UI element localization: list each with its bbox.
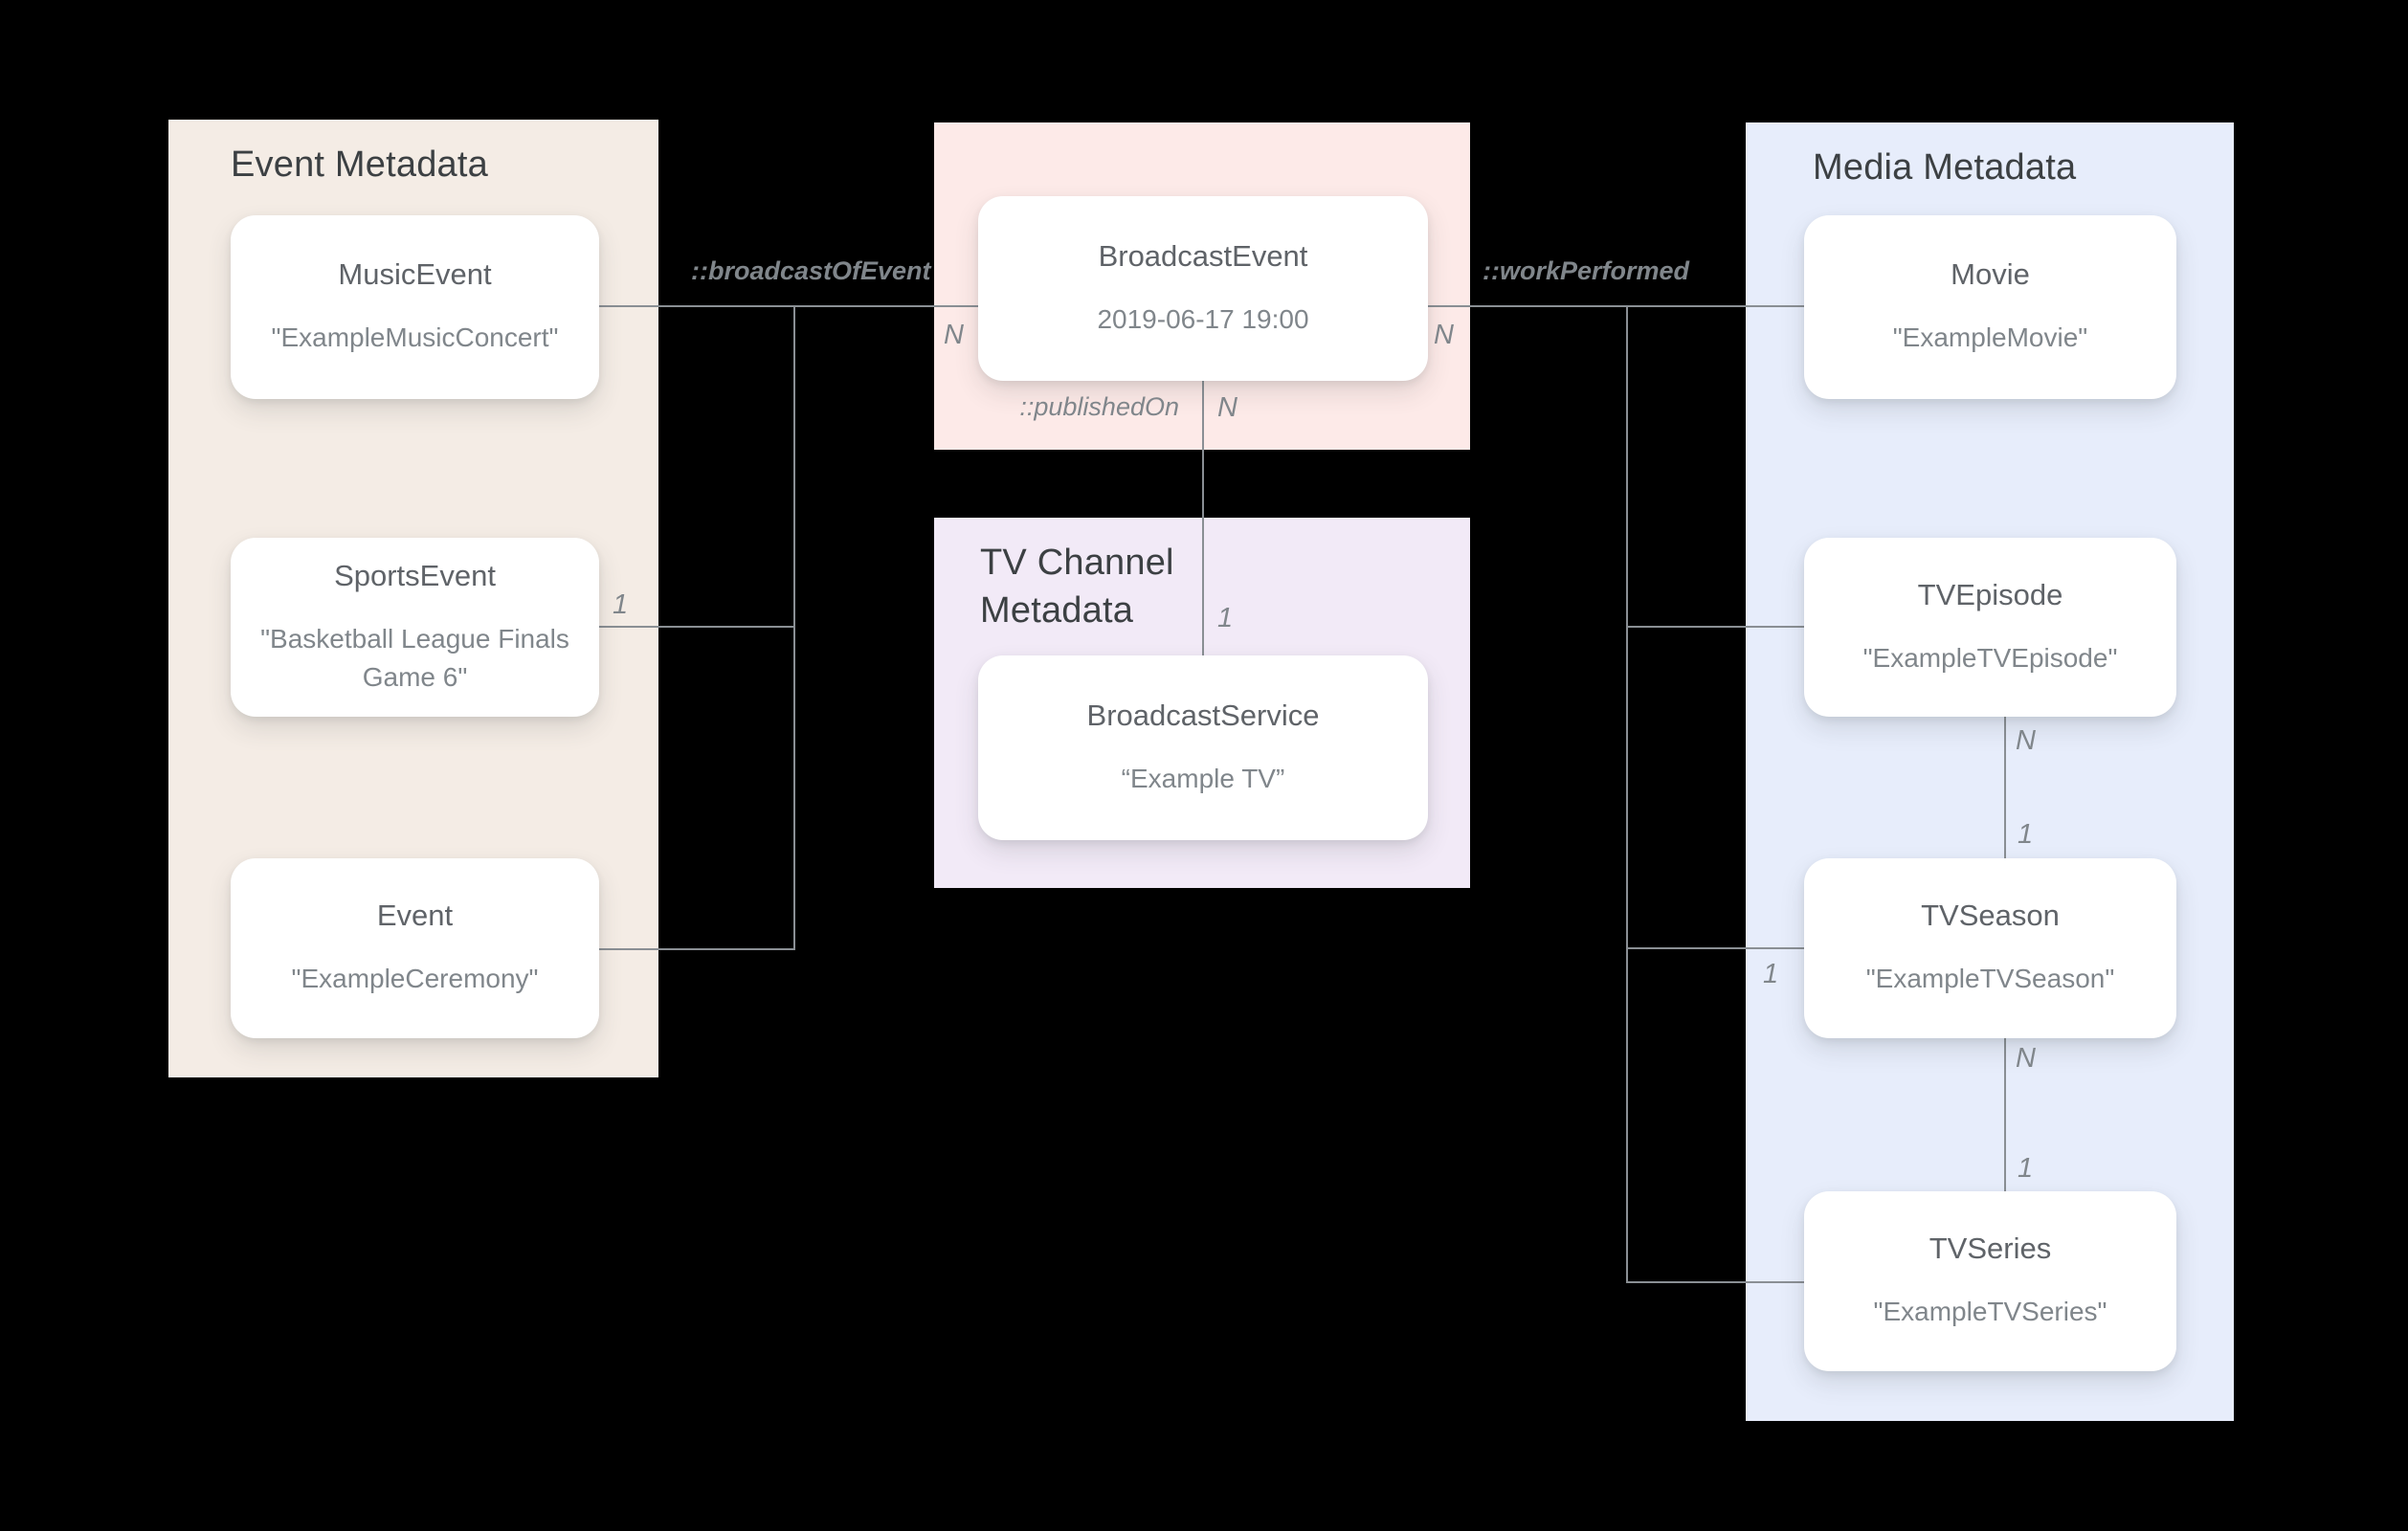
node-title: BroadcastService	[1086, 698, 1320, 732]
cardinality-season-n: N	[2016, 1043, 2036, 1074]
node-value: "ExampleTVSeason"	[1865, 964, 2115, 993]
cardinality-season-series-1: 1	[2018, 1153, 2034, 1184]
edge-tvseries-branch	[1626, 1281, 1804, 1283]
edge-musicevent-broadcastevent	[599, 305, 978, 307]
node-tv-episode: TVEpisode "ExampleTVEpisode"	[1804, 538, 2176, 717]
node-value: "ExampleCeremony"	[291, 964, 539, 993]
node-title: TVSeries	[1929, 1231, 2052, 1265]
edge-label-published-on: ::publishedOn	[1019, 392, 1179, 421]
edge-label-work-performed: ::workPerformed	[1483, 256, 1690, 285]
cardinality-broadcast-left-n: N	[944, 320, 964, 350]
media-metadata-title: Media Metadata	[1813, 147, 2077, 188]
cardinality-published-n: N	[1217, 392, 1237, 423]
edge-tvepisode-branch	[1626, 626, 1804, 628]
tv-channel-metadata-title: TV Channel Metadata	[980, 543, 1174, 631]
edge-tvseason-branch	[1626, 947, 1804, 949]
node-music-event: MusicEvent "ExampleMusicConcert"	[231, 215, 599, 399]
node-movie: Movie "ExampleMovie"	[1804, 215, 2176, 399]
cardinality-service-1: 1	[1217, 603, 1234, 633]
node-title: BroadcastEvent	[1098, 238, 1308, 273]
node-value: "ExampleTVEpisode"	[1862, 642, 2118, 673]
event-metadata-title: Event Metadata	[231, 144, 488, 185]
edge-event-branch	[599, 948, 794, 950]
node-value: 2019-06-17 19:00	[1097, 303, 1309, 334]
node-title: MusicEvent	[338, 257, 492, 291]
edge-broadcastevent-broadcastservice	[1202, 381, 1204, 655]
node-sports-event: SportsEvent "Basketball League Finals Ga…	[231, 538, 599, 717]
node-broadcast-service: BroadcastService “Example TV”	[978, 655, 1428, 840]
cardinality-sports-1: 1	[613, 589, 629, 620]
node-value: “Example TV”	[1121, 763, 1285, 793]
node-tv-season: TVSeason "ExampleTVSeason"	[1804, 858, 2176, 1038]
edge-label-broadcast-of-event: ::broadcastOfEvent	[691, 256, 931, 285]
cardinality-broadcast-right-n: N	[1434, 320, 1454, 350]
edge-sportsevent-branch	[599, 626, 794, 628]
node-value: "ExampleMusicConcert"	[271, 322, 559, 352]
node-title: TVEpisode	[1917, 577, 2063, 611]
node-value: "Basketball League Finals Game 6"	[260, 623, 569, 692]
edge-tvepisode-tvseason	[2004, 717, 2006, 858]
node-title: SportsEvent	[334, 558, 496, 592]
node-title: Event	[376, 899, 454, 932]
cardinality-season-branch-1: 1	[1763, 959, 1779, 989]
node-broadcast-event: BroadcastEvent 2019-06-17 19:00	[978, 196, 1428, 381]
edge-tvseason-tvseries	[2004, 1038, 2006, 1191]
edge-right-vertical-bus	[1626, 305, 1628, 1283]
node-title: Movie	[1951, 257, 2030, 291]
node-title: TVSeason	[1921, 899, 2060, 932]
node-value: "ExampleMovie"	[1892, 322, 2088, 352]
cardinality-episode-season-1: 1	[2018, 819, 2034, 850]
edge-broadcastevent-movie	[1428, 305, 1804, 307]
node-event: Event "ExampleCeremony"	[231, 858, 599, 1038]
node-value: "ExampleTVSeries"	[1873, 1297, 2107, 1326]
edge-left-vertical-bus	[793, 305, 795, 950]
node-tv-series: TVSeries "ExampleTVSeries"	[1804, 1191, 2176, 1371]
cardinality-episode-n: N	[2016, 725, 2036, 756]
